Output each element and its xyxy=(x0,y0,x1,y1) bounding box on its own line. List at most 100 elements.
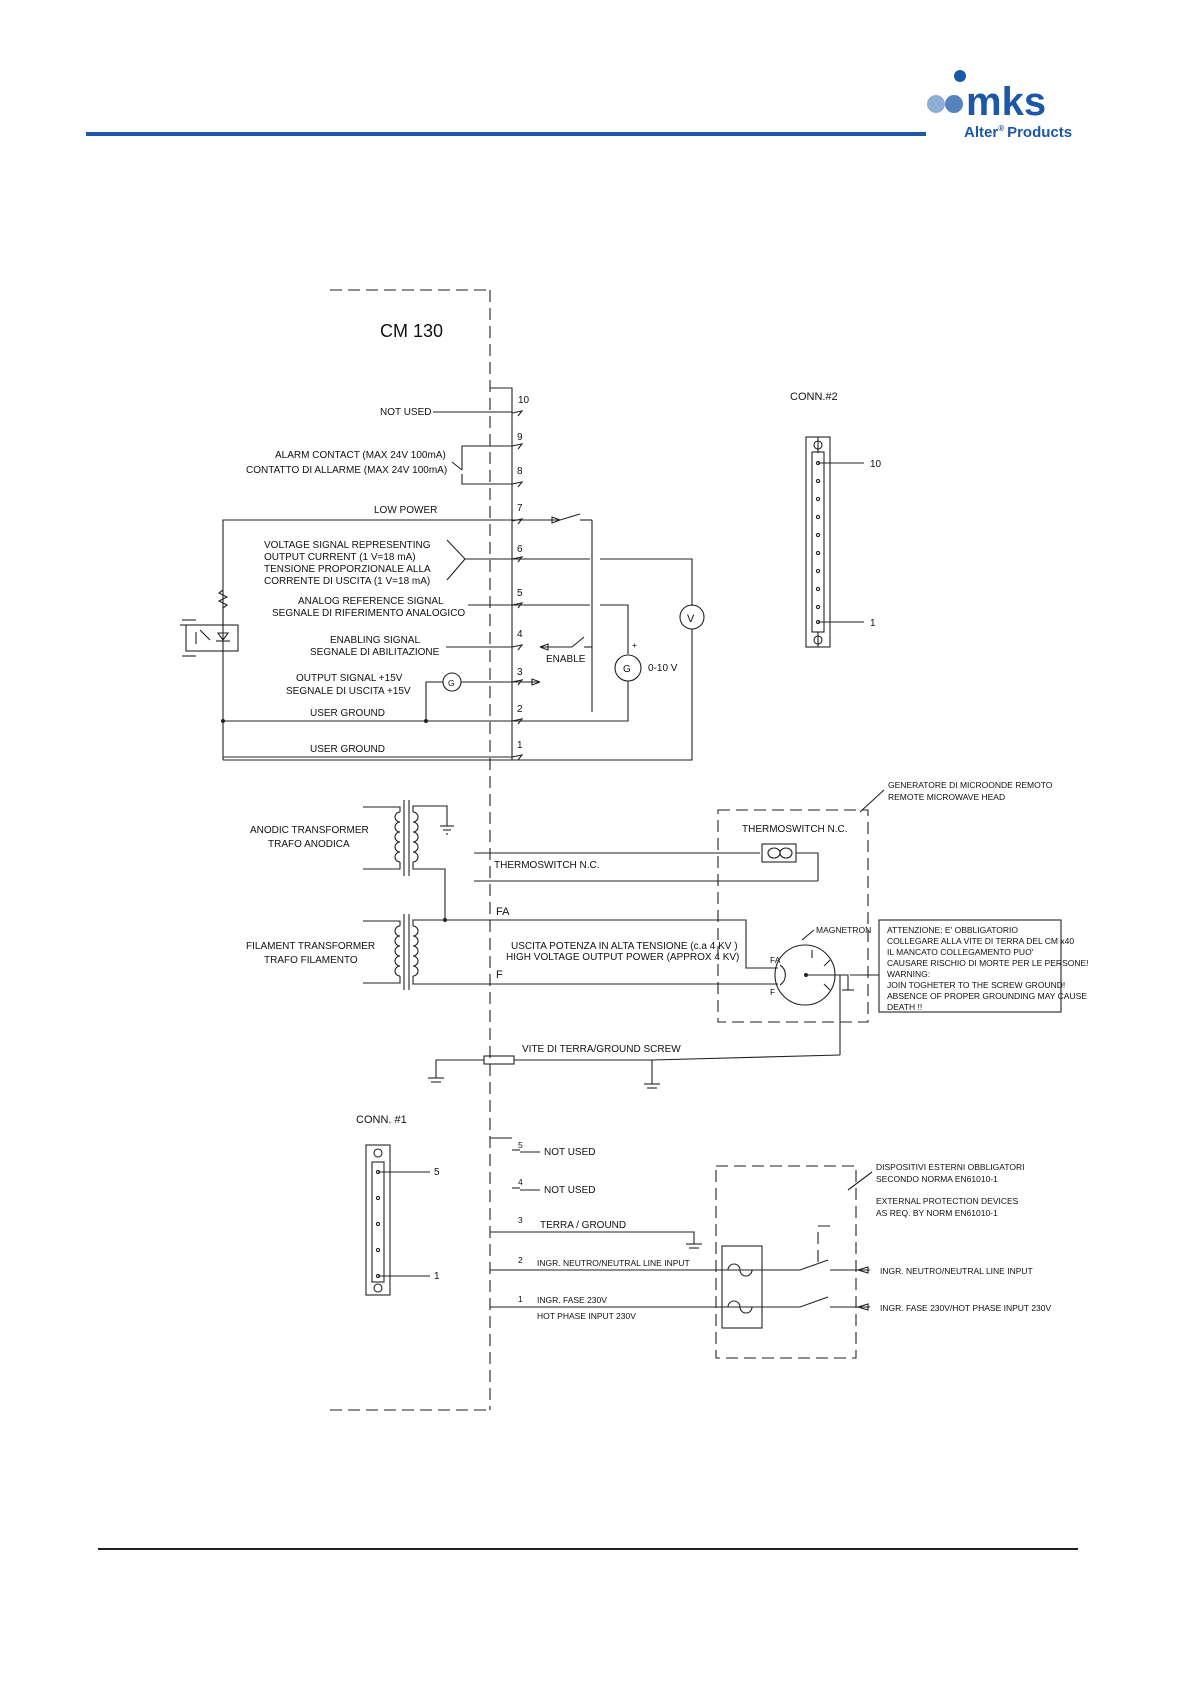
svg-text:FILAMENT TRANSFORMER: FILAMENT TRANSFORMER xyxy=(246,941,375,952)
svg-text:10: 10 xyxy=(518,395,530,406)
svg-text:LOW POWER: LOW POWER xyxy=(374,505,437,516)
remote-microwave-head: GENERATORE DI MICROONDE REMOTO REMOTE MI… xyxy=(717,780,1053,1023)
svg-text:INGR. NEUTRO/NEUTRAL LINE INPU: INGR. NEUTRO/NEUTRAL LINE INPUT xyxy=(537,1258,690,1268)
svg-text:+: + xyxy=(632,640,637,650)
svg-text:HIGH VOLTAGE OUTPUT POWER (APP: HIGH VOLTAGE OUTPUT POWER (APPROX 4 KV) xyxy=(506,952,739,963)
brand-name: mks xyxy=(966,80,1046,124)
svg-text:FA: FA xyxy=(496,906,510,918)
pin-10: 10 xyxy=(511,395,530,417)
enabling-signal: ENABLING SIGNAL SEGNALE DI ABILITAZIONE … xyxy=(310,635,592,665)
anodic-transformer: ANODIC TRANSFORMER TRAFO ANODICA xyxy=(250,800,454,920)
svg-text:USCITA POTENZA IN ALTA TENSION: USCITA POTENZA IN ALTA TENSIONE (c.a 4 K… xyxy=(511,941,738,952)
svg-text:THERMOSWITCH N.C.: THERMOSWITCH N.C. xyxy=(494,860,600,871)
svg-text:HOT PHASE INPUT 230V: HOT PHASE INPUT 230V xyxy=(537,1311,636,1321)
svg-text:GENERATORE DI MICROONDE REMOTO: GENERATORE DI MICROONDE REMOTO xyxy=(888,780,1053,790)
svg-text:G: G xyxy=(623,664,631,675)
svg-text:CAUSARE RISCHIO DI MORTE PER L: CAUSARE RISCHIO DI MORTE PER LE PERSONE! xyxy=(887,958,1089,968)
user-ground-lines: USER GROUND USER GROUND xyxy=(221,708,512,758)
svg-text:DISPOSITIVI ESTERNI OBBLIGATOR: DISPOSITIVI ESTERNI OBBLIGATORI xyxy=(876,1162,1024,1172)
svg-text:VOLTAGE SIGNAL REPRESENTING: VOLTAGE SIGNAL REPRESENTING xyxy=(264,540,431,551)
low-power-line: LOW POWER xyxy=(222,505,593,760)
svg-text:TERRA / GROUND: TERRA / GROUND xyxy=(540,1220,626,1231)
pin-8: 8 xyxy=(511,466,524,488)
svg-text:ABSENCE OF PROPER GROUNDING MA: ABSENCE OF PROPER GROUNDING MAY CAUSE xyxy=(887,991,1087,1001)
svg-text:FA: FA xyxy=(770,955,781,965)
svg-text:9: 9 xyxy=(517,432,523,443)
svg-text:MAGNETRON: MAGNETRON xyxy=(816,925,871,935)
pin-2: 2 xyxy=(511,704,524,725)
svg-text:TRAFO FILAMENTO: TRAFO FILAMENTO xyxy=(264,955,358,966)
svg-text:INGR. FASE 230V: INGR. FASE 230V xyxy=(537,1295,607,1305)
generator-range: 0-10 V xyxy=(648,663,678,674)
svg-text:ANODIC TRANSFORMER: ANODIC TRANSFORMER xyxy=(250,825,369,836)
pin-b5: 5 xyxy=(512,1140,523,1151)
svg-text:F: F xyxy=(770,987,775,997)
pin-9: 9 xyxy=(511,432,524,450)
pin-b2: 2 xyxy=(518,1255,523,1265)
svg-text:JOIN TOGHETER TO THE SCREW GRO: JOIN TOGHETER TO THE SCREW GROUND! xyxy=(887,980,1065,990)
connector-1: CONN. #1 5 1 xyxy=(356,1114,440,1296)
pin-b3: 3 xyxy=(518,1215,523,1225)
external-protection: DISPOSITIVI ESTERNI OBBLIGATORI SECONDO … xyxy=(715,1162,1051,1359)
terminal-strip-top: 10 9 8 7 6 5 4 3 2 1 xyxy=(490,387,530,761)
svg-text:DEATH !!: DEATH !! xyxy=(887,1002,922,1012)
pin-1: 1 xyxy=(511,740,524,761)
svg-text:ENABLING SIGNAL: ENABLING SIGNAL xyxy=(330,635,420,646)
cm130-enclosure: CM 130 xyxy=(330,289,491,1411)
not-used-5: NOT USED xyxy=(544,1147,596,1158)
svg-text:TENSIONE PROPORZIONALE ALLA: TENSIONE PROPORZIONALE ALLA xyxy=(264,564,431,575)
not-used-label: NOT USED xyxy=(380,407,432,418)
svg-text:4: 4 xyxy=(517,629,523,640)
not-used-4: NOT USED xyxy=(544,1185,596,1196)
output-signal: OUTPUT SIGNAL +15V SEGNALE DI USCITA +15… xyxy=(286,672,541,721)
svg-text:IL MANCATO COLLEGAMENTO PUO': IL MANCATO COLLEGAMENTO PUO' xyxy=(887,947,1034,957)
svg-text:1: 1 xyxy=(517,740,523,751)
svg-text:7: 7 xyxy=(517,503,523,514)
svg-text:OUTPUT SIGNAL +15V: OUTPUT SIGNAL +15V xyxy=(296,673,403,684)
header: mks Alter®Products xyxy=(86,70,1072,141)
svg-text:ATTENZIONE: E' OBBLIGATORIO: ATTENZIONE: E' OBBLIGATORIO xyxy=(887,925,1018,935)
svg-text:USER GROUND: USER GROUND xyxy=(310,744,385,755)
svg-text:CORRENTE DI USCITA (1 V=18 m: CORRENTE DI USCITA (1 V=18 mA) xyxy=(264,576,430,587)
svg-text:SECONDO NORMA EN61010-1: SECONDO NORMA EN61010-1 xyxy=(876,1174,998,1184)
svg-text:4: 4 xyxy=(518,1177,523,1187)
svg-text:TRAFO ANODICA: TRAFO ANODICA xyxy=(268,839,350,850)
analog-reference: ANALOG REFERENCE SIGNAL SEGNALE DI RIFER… xyxy=(272,596,678,722)
pin-4: 4 xyxy=(511,629,524,651)
pin-7: 7 xyxy=(511,503,524,525)
alarm-contact: ALARM CONTACT (MAX 24V 100mA) CONTATTO D… xyxy=(246,445,512,485)
svg-text:5: 5 xyxy=(518,1140,523,1150)
svg-text:G: G xyxy=(448,678,455,688)
pin-5: 5 xyxy=(511,588,524,609)
brand-subtitle: Alter®Products xyxy=(964,124,1072,141)
terminal-strip-bottom: 5 NOT USED 4 NOT USED 3 TERRA / GROUND 2… xyxy=(490,1137,770,1321)
magnetron-icon: MAGNETRON FA F xyxy=(770,925,871,1055)
svg-text:1: 1 xyxy=(518,1294,523,1304)
svg-text:6: 6 xyxy=(517,544,523,555)
fuse-block xyxy=(721,1245,763,1329)
thermoswitch: THERMOSWITCH N.C. xyxy=(474,843,819,882)
svg-text:INGR. NEUTRO/NEUTRAL LINE INPU: INGR. NEUTRO/NEUTRAL LINE INPUT xyxy=(880,1266,1033,1276)
svg-text:SEGNALE DI USCITA +15V: SEGNALE DI USCITA +15V xyxy=(286,686,411,697)
unit-title: CM 130 xyxy=(380,321,443,341)
svg-text:CONN. #1: CONN. #1 xyxy=(356,1114,407,1126)
svg-text:WARNING:: WARNING: xyxy=(887,969,930,979)
svg-text:COLLEGARE ALLA VITE DI TERRA D: COLLEGARE ALLA VITE DI TERRA DEL CM x40 xyxy=(887,936,1074,946)
svg-text:THERMOSWITCH N.C.: THERMOSWITCH N.C. xyxy=(742,824,848,835)
svg-text:CONTATTO DI ALLARME (MAX 24V 1: CONTATTO DI ALLARME (MAX 24V 100mA) xyxy=(246,465,447,476)
logo-dot-dark xyxy=(954,70,966,82)
svg-text:SEGNALE DI RIFERIMENTO ANALOGI: SEGNALE DI RIFERIMENTO ANALOGICO xyxy=(272,608,465,619)
svg-text:EXTERNAL PROTECTION DEVICES: EXTERNAL PROTECTION DEVICES xyxy=(876,1196,1019,1206)
svg-text:INGR. FASE 230V/HOT PHASE INPU: INGR. FASE 230V/HOT PHASE INPUT 230V xyxy=(880,1303,1051,1313)
logo-dot-mid xyxy=(945,95,963,113)
svg-text:2: 2 xyxy=(518,1255,523,1265)
pin-3: 3 xyxy=(511,667,524,686)
optocoupler-icon xyxy=(180,589,239,657)
svg-text:3: 3 xyxy=(517,667,523,678)
pin-b1: 1 xyxy=(518,1294,523,1304)
svg-text:CONN.#2: CONN.#2 xyxy=(790,391,838,403)
svg-text:ALARM CONTACT (MAX 24V 100mA): ALARM CONTACT (MAX 24V 100mA) xyxy=(275,450,446,461)
ground-screw: VITE DI TERRA/GROUND SCREW xyxy=(428,1044,841,1089)
